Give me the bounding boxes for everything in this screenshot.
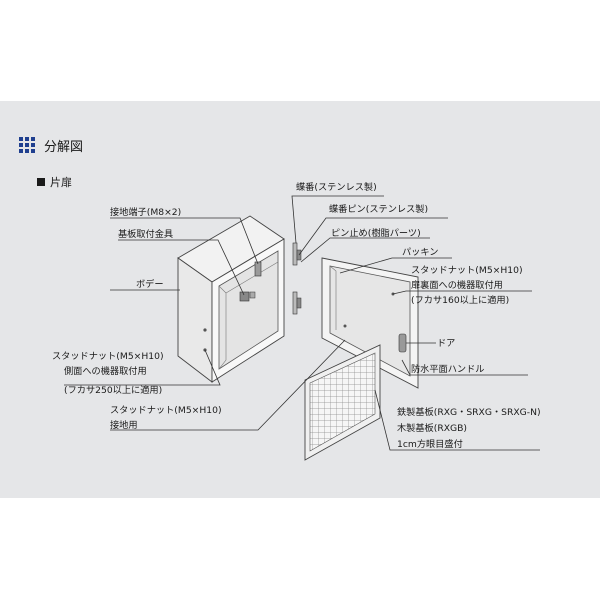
label-side-stud-2: 側面への機器取付用 xyxy=(64,365,147,377)
mounting-board xyxy=(304,344,381,461)
label-door: ドア xyxy=(437,338,455,349)
square-bullet-icon xyxy=(37,178,45,186)
sub-heading-label: 片扉 xyxy=(50,176,72,189)
label-door-stud-2: 扉裏面への機器取付用 xyxy=(411,279,503,291)
door xyxy=(321,257,419,389)
label-handle: 防水平面ハンドル xyxy=(411,363,485,375)
sub-heading: 片扉 xyxy=(37,175,72,189)
label-ground-terminal: 接地端子(M8×2) xyxy=(110,206,181,218)
label-hinge: 蝶番(ステンレス製) xyxy=(296,181,377,193)
label-pin-stopper: ピン止め(樹脂パーツ) xyxy=(331,227,421,239)
section-heading: 分解図 xyxy=(19,136,84,155)
label-door-stud-3: (フカサ160以上に適用) xyxy=(411,294,509,306)
label-packing: パッキン xyxy=(402,247,438,258)
label-side-stud-3: (フカサ250以上に適用) xyxy=(64,384,162,396)
label-door-stud-1: スタッドナット(M5×H10) xyxy=(411,265,523,276)
section-title: 分解図 xyxy=(44,139,84,155)
label-body: ボデー xyxy=(136,278,164,290)
label-side-stud-1: スタッドナット(M5×H10) xyxy=(52,351,164,362)
label-ground-stud-2: 接地用 xyxy=(110,419,138,431)
label-board-3: 1cm方眼目盛付 xyxy=(397,438,463,450)
body-cabinet xyxy=(177,215,285,383)
leader-lines xyxy=(64,195,540,451)
label-hinge-pin: 蝶番ピン(ステンレス製) xyxy=(329,203,428,215)
label-board-2: 木製基板(RXGB) xyxy=(397,422,467,434)
label-board-bracket: 基板取付金具 xyxy=(118,228,173,240)
grid-icon xyxy=(19,137,35,153)
label-ground-stud-1: スタッドナット(M5×H10) xyxy=(110,405,222,416)
label-board-1: 鉄製基板(RXG・SRXG・SRXG-N) xyxy=(397,406,541,418)
